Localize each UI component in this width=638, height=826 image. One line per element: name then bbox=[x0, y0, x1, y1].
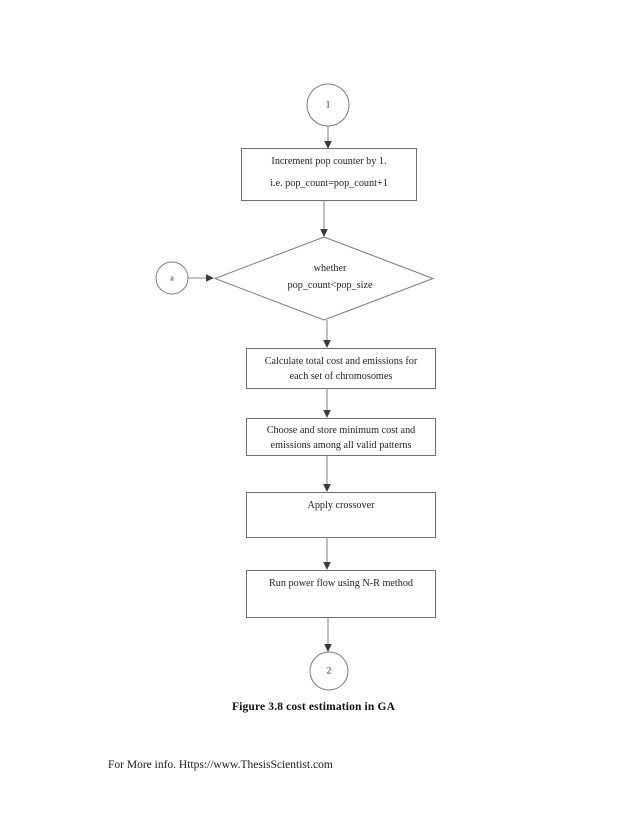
node-increment-pop-counter: Increment pop counter by 1. i.e. pop_cou… bbox=[241, 148, 417, 201]
run-power-flow-line1: Run power flow using N-R method bbox=[269, 578, 413, 589]
flowchart-diagram: 1 Increment pop counter by 1. i.e. pop_c… bbox=[155, 83, 436, 691]
page-footer: For More info. Https://www.ThesisScienti… bbox=[108, 759, 333, 771]
apply-crossover-line1: Apply crossover bbox=[307, 500, 375, 511]
calculate-cost-emissions-line2: each set of chromosomes bbox=[290, 371, 393, 382]
end-connector-label: 2 bbox=[327, 667, 332, 677]
arrow-powerflow-to-end bbox=[324, 617, 332, 652]
increment-pop-counter-box bbox=[241, 148, 417, 201]
arrow-crossover-to-powerflow bbox=[323, 537, 331, 570]
arrow-a-to-decision bbox=[188, 274, 214, 282]
node-end-connector-2: 2 bbox=[309, 651, 349, 691]
node-calculate-cost-emissions: Calculate total cost and emissions for e… bbox=[246, 348, 436, 389]
choose-store-minimum-line1: Choose and store minimum cost and bbox=[267, 425, 416, 436]
apply-crossover-box bbox=[246, 492, 436, 538]
calculate-cost-emissions-line1: Calculate total cost and emissions for bbox=[265, 356, 418, 367]
arrow-calculate-to-choose bbox=[323, 388, 331, 418]
end-connector-circle bbox=[309, 651, 349, 691]
node-decision-pop-count: whether pop_count<pop_size bbox=[213, 236, 435, 321]
run-power-flow-box bbox=[246, 570, 436, 618]
calculate-cost-emissions-box bbox=[246, 348, 436, 389]
node-choose-store-minimum: Choose and store minimum cost and emissi… bbox=[246, 418, 436, 456]
figure-caption: Figure 3.8 cost estimation in GA bbox=[232, 701, 396, 713]
node-run-power-flow: Run power flow using N-R method bbox=[246, 570, 436, 618]
increment-pop-counter-line2: i.e. pop_count=pop_count+1 bbox=[270, 178, 388, 189]
decision-line2: pop_count<pop_size bbox=[288, 280, 373, 291]
arrow-choose-to-crossover bbox=[323, 455, 331, 492]
arrow-decision-to-calculate bbox=[323, 320, 331, 348]
choose-store-minimum-line2: emissions among all valid patterns bbox=[271, 440, 412, 451]
start-connector-label: 1 bbox=[326, 101, 331, 111]
node-apply-crossover: Apply crossover bbox=[246, 492, 436, 538]
off-page-connector-label: a bbox=[170, 273, 174, 282]
node-start-connector-1: 1 bbox=[306, 83, 350, 127]
increment-pop-counter-line1: Increment pop counter by 1. bbox=[271, 156, 386, 167]
arrow-start-to-increment bbox=[324, 126, 332, 149]
decision-diamond-shape bbox=[213, 236, 435, 321]
arrow-increment-to-decision bbox=[320, 200, 328, 237]
decision-line1: whether bbox=[314, 263, 347, 274]
choose-store-minimum-box bbox=[246, 418, 436, 456]
node-off-page-a: a bbox=[155, 261, 189, 295]
